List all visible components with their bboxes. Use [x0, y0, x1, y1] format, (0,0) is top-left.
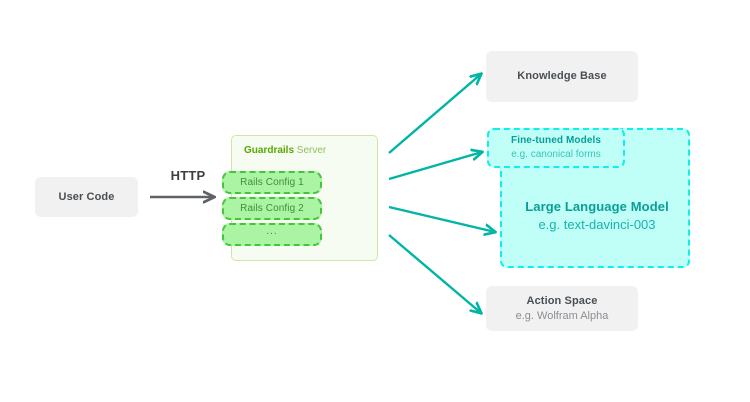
- edge-label-http: HTTP: [158, 168, 218, 183]
- edge-guardrails-to-large-language-model: [388, 205, 495, 232]
- rails-config-chip-3-label: ...: [266, 226, 278, 237]
- action-space-title: Action Space: [526, 294, 598, 307]
- user-code-label: User Code: [58, 190, 115, 203]
- rails-config-chip-2-label: Rails Config 2: [240, 203, 304, 214]
- guardrails-server-title-strong: Guardrails: [244, 145, 295, 156]
- node-knowledge-base[interactable]: Knowledge Base: [486, 51, 638, 102]
- guardrails-server-title: Guardrails Server: [244, 144, 326, 157]
- rails-config-chip-3[interactable]: ...: [222, 223, 322, 246]
- fine-tuned-models-title: Fine-tuned Models: [510, 135, 602, 146]
- large-language-model-subtitle: e.g. text-davinci-003: [538, 217, 656, 232]
- rails-config-chip-1[interactable]: Rails Config 1: [222, 171, 322, 194]
- edge-guardrails-to-fine-tuned-models: [388, 152, 482, 181]
- rails-config-chip-1-label: Rails Config 1: [240, 177, 304, 188]
- node-fine-tuned-models[interactable]: Fine-tuned Models e.g. canonical forms: [487, 128, 625, 168]
- node-action-space[interactable]: Action Space e.g. Wolfram Alpha: [486, 286, 638, 331]
- guardrails-server-title-light: Server: [294, 145, 327, 156]
- http-label-text: HTTP: [170, 168, 206, 183]
- large-language-model-text: Large Language Model e.g. text-davinci-0…: [502, 198, 692, 234]
- large-language-model-title: Large Language Model: [525, 199, 669, 214]
- action-space-subtitle: e.g. Wolfram Alpha: [515, 309, 609, 322]
- knowledge-base-title: Knowledge Base: [517, 70, 607, 82]
- fine-tuned-models-subtitle: e.g. canonical forms: [511, 149, 601, 160]
- edge-guardrails-to-action-space: [388, 234, 481, 313]
- rails-config-chip-2[interactable]: Rails Config 2: [222, 197, 322, 220]
- node-user-code[interactable]: User Code: [35, 177, 138, 217]
- edge-guardrails-to-knowledge-base: [388, 74, 481, 154]
